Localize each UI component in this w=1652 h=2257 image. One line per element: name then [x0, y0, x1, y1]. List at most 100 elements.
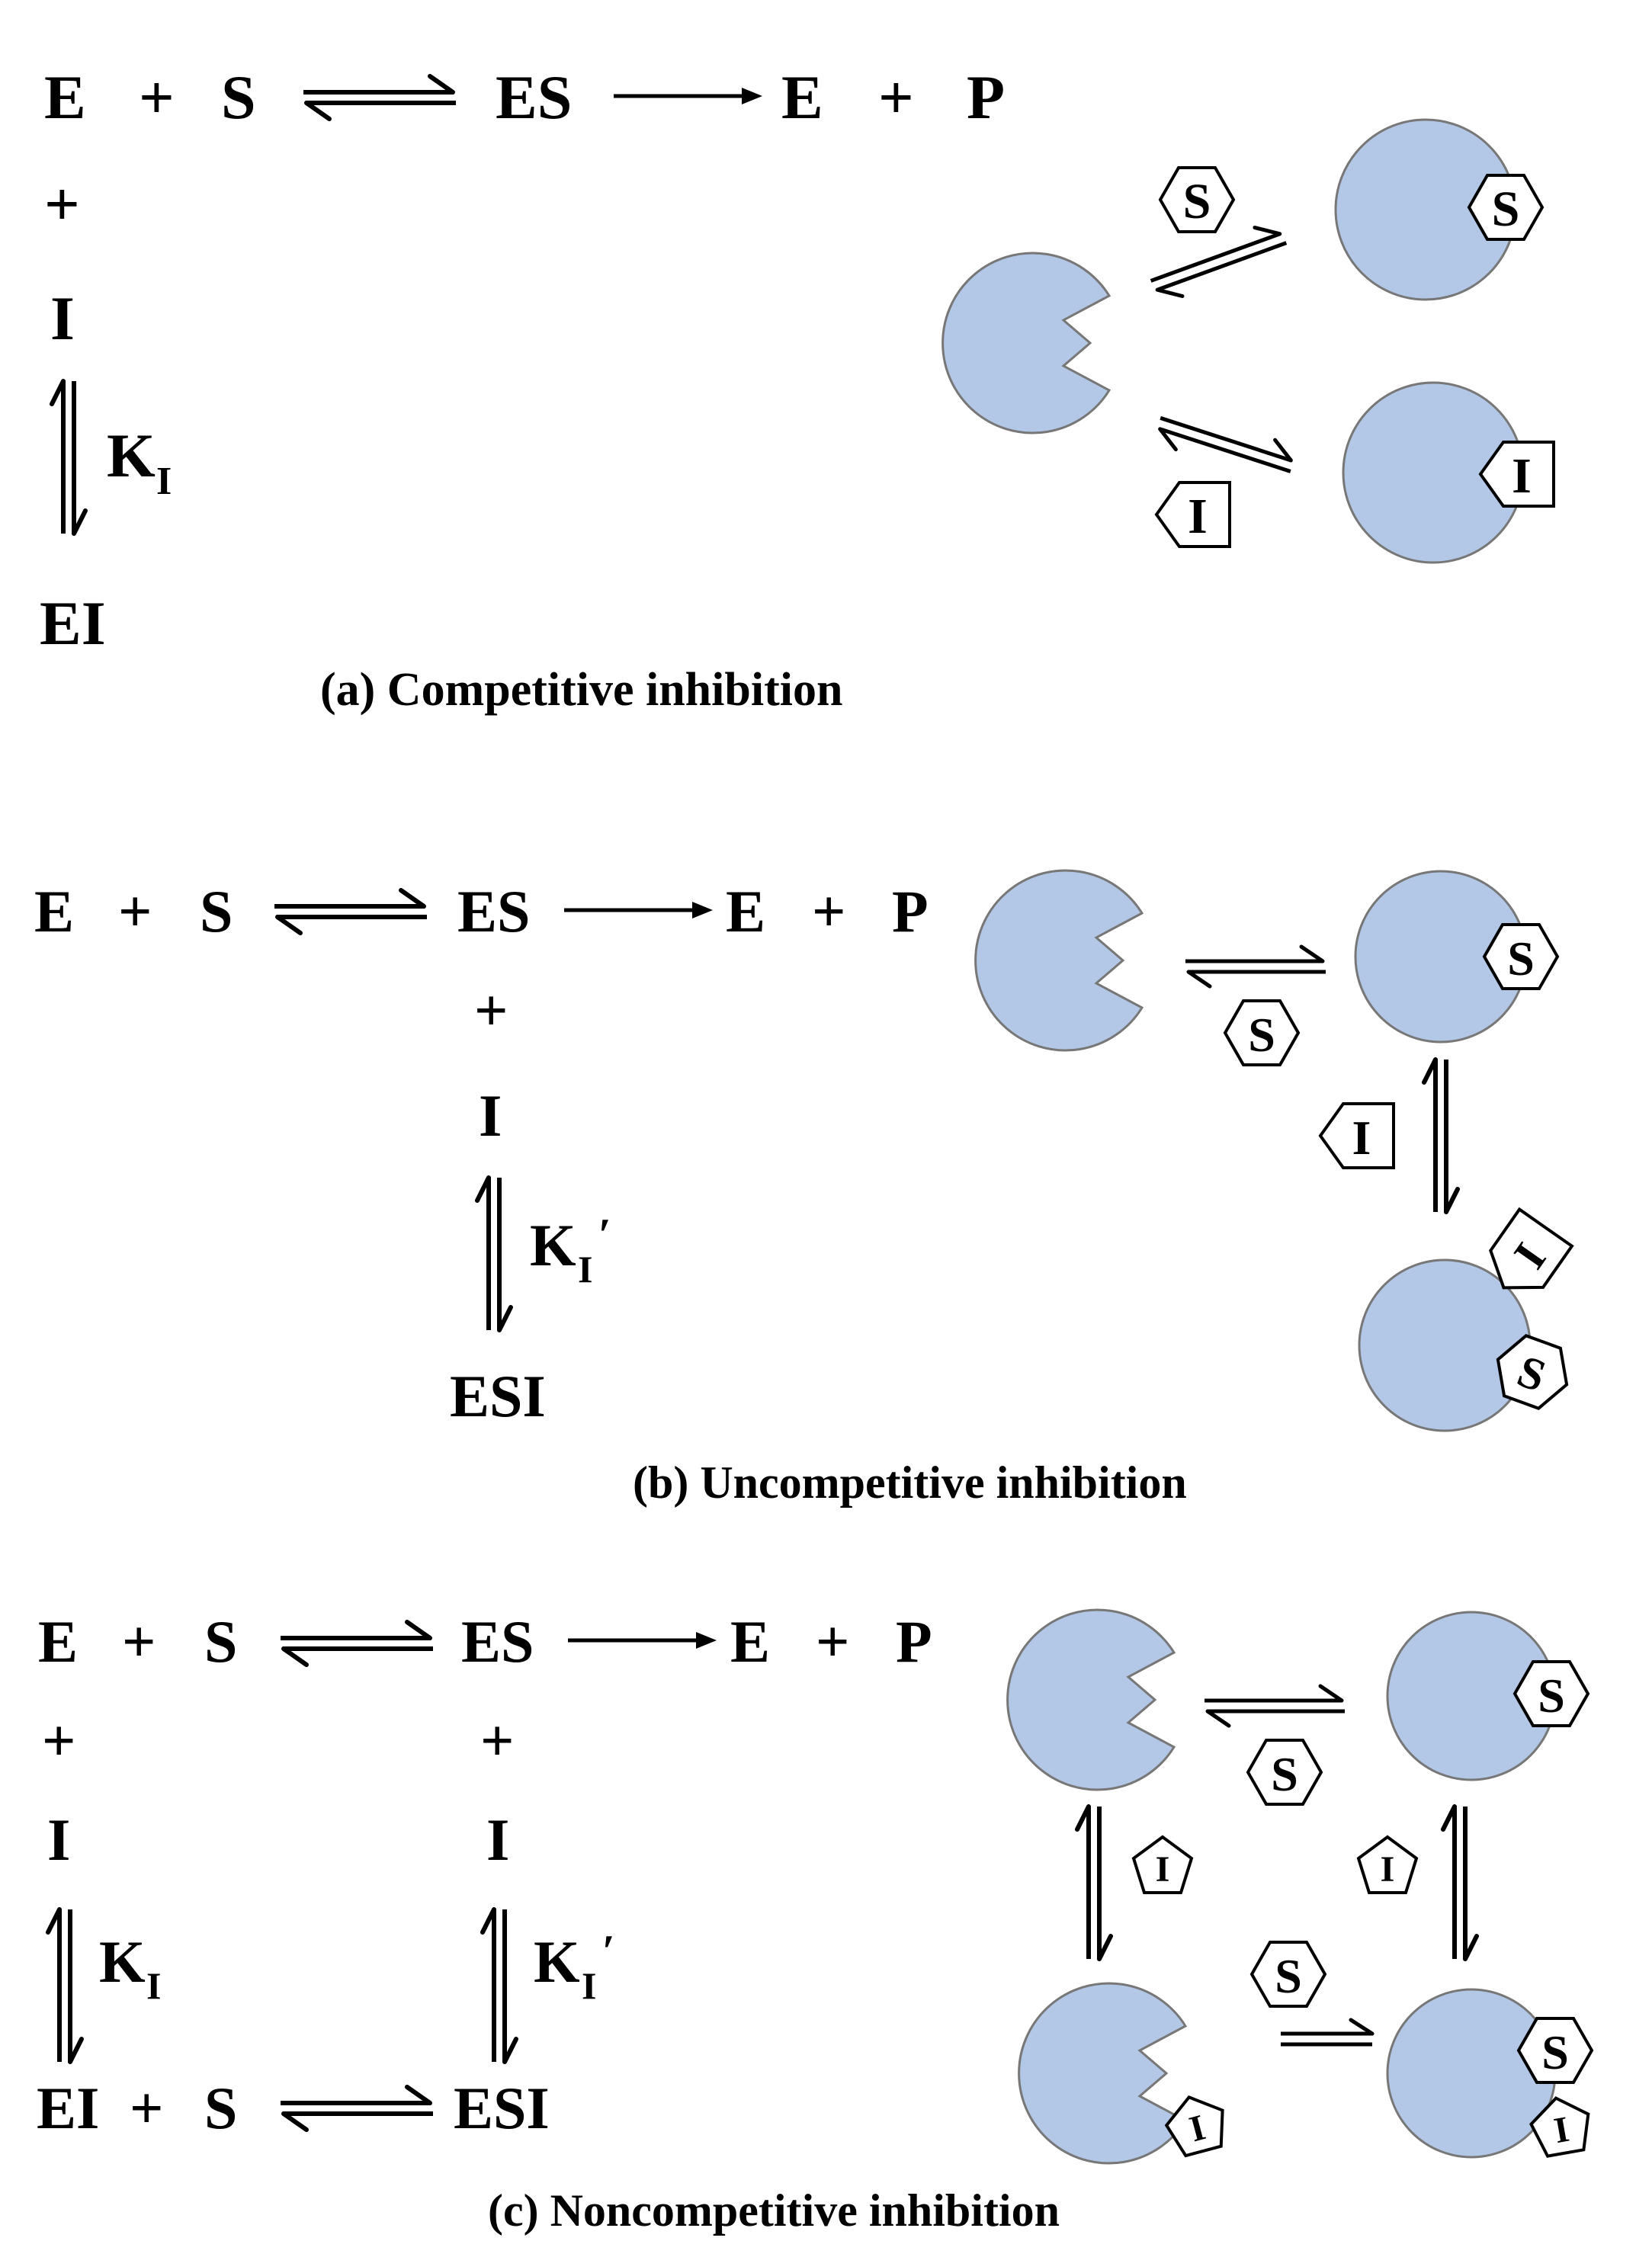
complex-ES: ES — [457, 878, 530, 944]
equilibrium-arrow-icon — [303, 76, 456, 119]
inhibitor-I: I — [47, 1807, 70, 1873]
svg-text:I: I — [1512, 448, 1532, 504]
cartoon-a: S I S I — [941, 118, 1555, 564]
substrate-hexagon-icon: S — [1513, 1660, 1589, 1727]
inhibitor-I: I — [50, 284, 75, 353]
plus-sign: + — [474, 977, 508, 1044]
constant-K: K — [107, 421, 156, 490]
species-S: S — [221, 63, 256, 132]
caption-b: (b) Uncompetitive inhibition — [633, 1457, 1187, 1508]
complex-ESI: ESI — [450, 1363, 546, 1429]
vertical-equilibrium-arrow-icon — [483, 1909, 516, 2062]
plus-sign: + — [44, 169, 80, 239]
species-E: E — [34, 878, 74, 944]
forward-arrow-icon — [568, 1632, 717, 1649]
equilibrium-arrow-icon — [1185, 947, 1326, 986]
inhibitor-pentagon-icon: I — [1479, 441, 1555, 508]
svg-text:S: S — [1275, 1949, 1302, 2003]
constant-K-prime: ′ — [598, 1210, 611, 1260]
product-P: P — [896, 1608, 932, 1675]
complex-EI: EI — [37, 2075, 99, 2141]
scheme-a: E + S ES E + P + I K I EI — [40, 63, 1005, 658]
svg-text:I: I — [1188, 489, 1208, 544]
svg-text:S: S — [1507, 931, 1535, 986]
constant-K-subscript: I — [156, 460, 172, 503]
species-S: S — [204, 2075, 237, 2141]
scheme-c: E + S ES E + P + + I I K I K I ′ EI + S … — [37, 1608, 932, 2141]
scheme-b: E + S ES E + P + I K I ′ ESI — [34, 878, 929, 1429]
vertical-equilibrium-arrow-icon — [48, 1909, 82, 2062]
inhibitor-I: I — [486, 1807, 509, 1873]
equilibrium-arrow-icon — [1205, 1686, 1345, 1726]
substrate-hexagon-icon: S — [1250, 1941, 1326, 2008]
forward-arrow-icon — [564, 902, 713, 919]
vertical-equilibrium-arrow-icon — [1424, 1060, 1458, 1212]
product-P: P — [892, 878, 929, 944]
inhibitor-pentagon-icon: I — [1155, 481, 1231, 548]
vertical-equilibrium-arrow-icon — [1077, 1807, 1111, 1959]
species-E-product-side: E — [781, 63, 823, 132]
substrate-hexagon-icon: S — [1517, 2017, 1593, 2084]
panel-a: E + S ES E + P + I K I EI S — [40, 63, 1555, 716]
plus-sign: + — [130, 2075, 163, 2141]
plus-sign: + — [480, 1707, 514, 1774]
svg-text:S: S — [1492, 181, 1520, 237]
vertical-equilibrium-arrow-icon — [477, 1178, 511, 1330]
free-enzyme — [941, 252, 1111, 434]
vertical-equilibrium-arrow-icon — [52, 381, 85, 534]
forward-arrow-icon — [614, 88, 762, 104]
equilibrium-arrow-icon — [1153, 404, 1298, 485]
inhibitor-pentagon-icon: I — [1159, 2088, 1233, 2160]
complex-EI: EI — [40, 588, 106, 658]
species-E-product-side: E — [726, 878, 765, 944]
substrate-hexagon-icon: S — [1468, 174, 1544, 241]
plus-sign: + — [816, 1608, 849, 1675]
svg-text:I: I — [1156, 1849, 1170, 1890]
inhibitor-pentagon-icon: I — [1525, 2092, 1596, 2160]
cartoon-b: S S I I S — [974, 869, 1580, 1432]
equilibrium-arrow-icon — [281, 2087, 433, 2130]
substrate-hexagon-icon: S — [1159, 166, 1235, 233]
panel-b: E + S ES E + P + I K I ′ ESI S — [34, 869, 1580, 1508]
svg-text:S: S — [1183, 174, 1211, 229]
inhibitor-pentagon-icon: I — [1319, 1102, 1395, 1169]
species-E: E — [38, 1608, 78, 1675]
vertical-equilibrium-arrow-icon — [1443, 1807, 1477, 1959]
inhibitor-I: I — [479, 1082, 502, 1149]
complex-ESI: ESI — [454, 2075, 550, 2141]
species-E: E — [44, 63, 86, 132]
caption-c: (c) Noncompetitive inhibition — [488, 2185, 1060, 2236]
free-enzyme — [974, 869, 1144, 1052]
svg-text:I: I — [1352, 1111, 1371, 1165]
svg-text:S: S — [1541, 2025, 1569, 2079]
free-enzyme — [1006, 1608, 1176, 1791]
constant-K-subscript: I — [578, 1248, 592, 1290]
constant-K-subscript: I — [582, 1964, 596, 2007]
enzyme-inhibitor-complex — [1018, 1982, 1187, 2165]
svg-text:S: S — [1538, 1669, 1565, 1723]
inhibitor-pentagon-icon: I — [1357, 1835, 1418, 1894]
plus-sign: + — [42, 1707, 75, 1774]
product-P: P — [967, 63, 1005, 132]
inhibitor-pentagon-icon: I — [1132, 1835, 1193, 1894]
substrate-hexagon-icon: S — [1483, 923, 1559, 990]
plus-sign: + — [812, 878, 845, 944]
constant-K: K — [530, 1212, 576, 1278]
svg-text:S: S — [1248, 1008, 1275, 1062]
substrate-hexagon-icon: S — [1246, 1739, 1323, 1806]
complex-ES: ES — [461, 1608, 534, 1675]
equilibrium-arrow-icon — [1146, 220, 1291, 305]
svg-text:S: S — [1271, 1747, 1298, 1801]
substrate-hexagon-icon: S — [1485, 1328, 1580, 1416]
species-E-product-side: E — [730, 1608, 770, 1675]
inhibitor-pentagon-icon: I — [1476, 1207, 1573, 1308]
constant-K-subscript: I — [146, 1964, 161, 2007]
plus-sign: + — [118, 878, 152, 944]
svg-text:I: I — [1381, 1849, 1395, 1890]
substrate-hexagon-icon: S — [1224, 999, 1300, 1066]
constant-K: K — [99, 1928, 146, 1995]
equilibrium-arrow-icon — [1281, 2018, 1375, 2047]
plus-sign: + — [139, 63, 175, 132]
plus-sign: + — [122, 1608, 156, 1675]
